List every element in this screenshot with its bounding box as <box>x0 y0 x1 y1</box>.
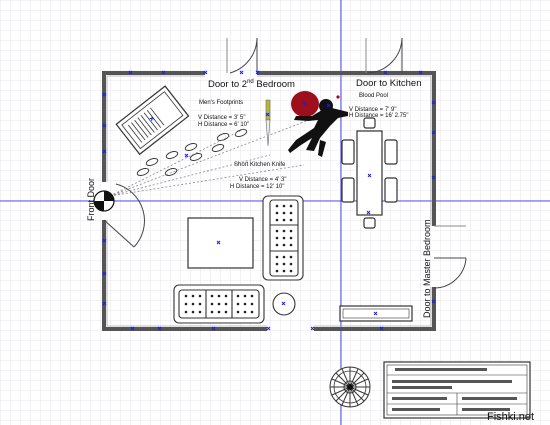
label-knife-h-distance: H Distance = 12' 10" <box>230 184 284 190</box>
victim-body-outline-icon <box>288 99 348 157</box>
label-knife: Short Kitchen Knife <box>234 162 286 168</box>
footprint-icon <box>164 168 178 176</box>
coffee-table <box>187 217 254 269</box>
label-door-master-bedroom: Door to Master Bedroom <box>422 219 432 318</box>
front-door-marker <box>93 190 115 212</box>
footprint-icon <box>136 168 150 176</box>
footprint-markers <box>184 153 189 158</box>
footprint-icon <box>184 143 198 151</box>
footprint-icon <box>234 129 248 137</box>
label-front-door: Front Door <box>86 178 96 221</box>
label-mens-footprints: Men's Footprints <box>199 100 243 106</box>
round-side-table <box>272 292 296 316</box>
label-blood-h-distance: H Distance = 16' 2.75" <box>349 113 408 119</box>
compass-rose-icon <box>329 366 371 408</box>
footprint-icon <box>189 153 203 161</box>
knife-icon <box>265 99 271 147</box>
label-footprints-v-distance: V Distance = 3' 5" <box>198 115 245 121</box>
footprint-icon <box>145 158 159 166</box>
dining-markers <box>366 173 372 215</box>
cabinet <box>339 305 413 322</box>
dashed-measure-lines <box>109 111 331 197</box>
watermark: Fishki.net <box>487 411 534 423</box>
label-door-2nd-bedroom: Door to 2nd Bedroom <box>208 79 295 90</box>
footprint-icon <box>211 144 225 152</box>
label-blood-v-distance: V Distance = 7' 9" <box>349 107 396 113</box>
blood-drops <box>336 95 340 99</box>
label-knife-v-distance: V Distance = 4' 3" <box>239 177 286 183</box>
dining-table <box>341 117 398 229</box>
couch-vertical-tufts <box>275 204 293 273</box>
footprint-icon <box>216 133 230 141</box>
door-2nd-bedroom <box>226 37 258 74</box>
front-door <box>103 183 145 248</box>
couch-horizontal-tufts <box>184 294 254 314</box>
door-master-bedroom <box>433 225 467 289</box>
label-blood-pool: Blood Pool <box>359 93 388 99</box>
label-door-kitchen: Door to Kitchen <box>356 78 421 89</box>
wall-markers <box>102 70 436 331</box>
footprint-icon <box>165 151 179 159</box>
wall-inner-lines <box>106 75 432 327</box>
tilted-furniture <box>115 85 190 156</box>
title-block <box>383 361 531 419</box>
footprints <box>136 129 248 176</box>
door-kitchen <box>365 37 403 74</box>
label-footprints-h-distance: H Distance = 6' 10" <box>198 122 249 128</box>
blood-pool <box>291 91 319 117</box>
